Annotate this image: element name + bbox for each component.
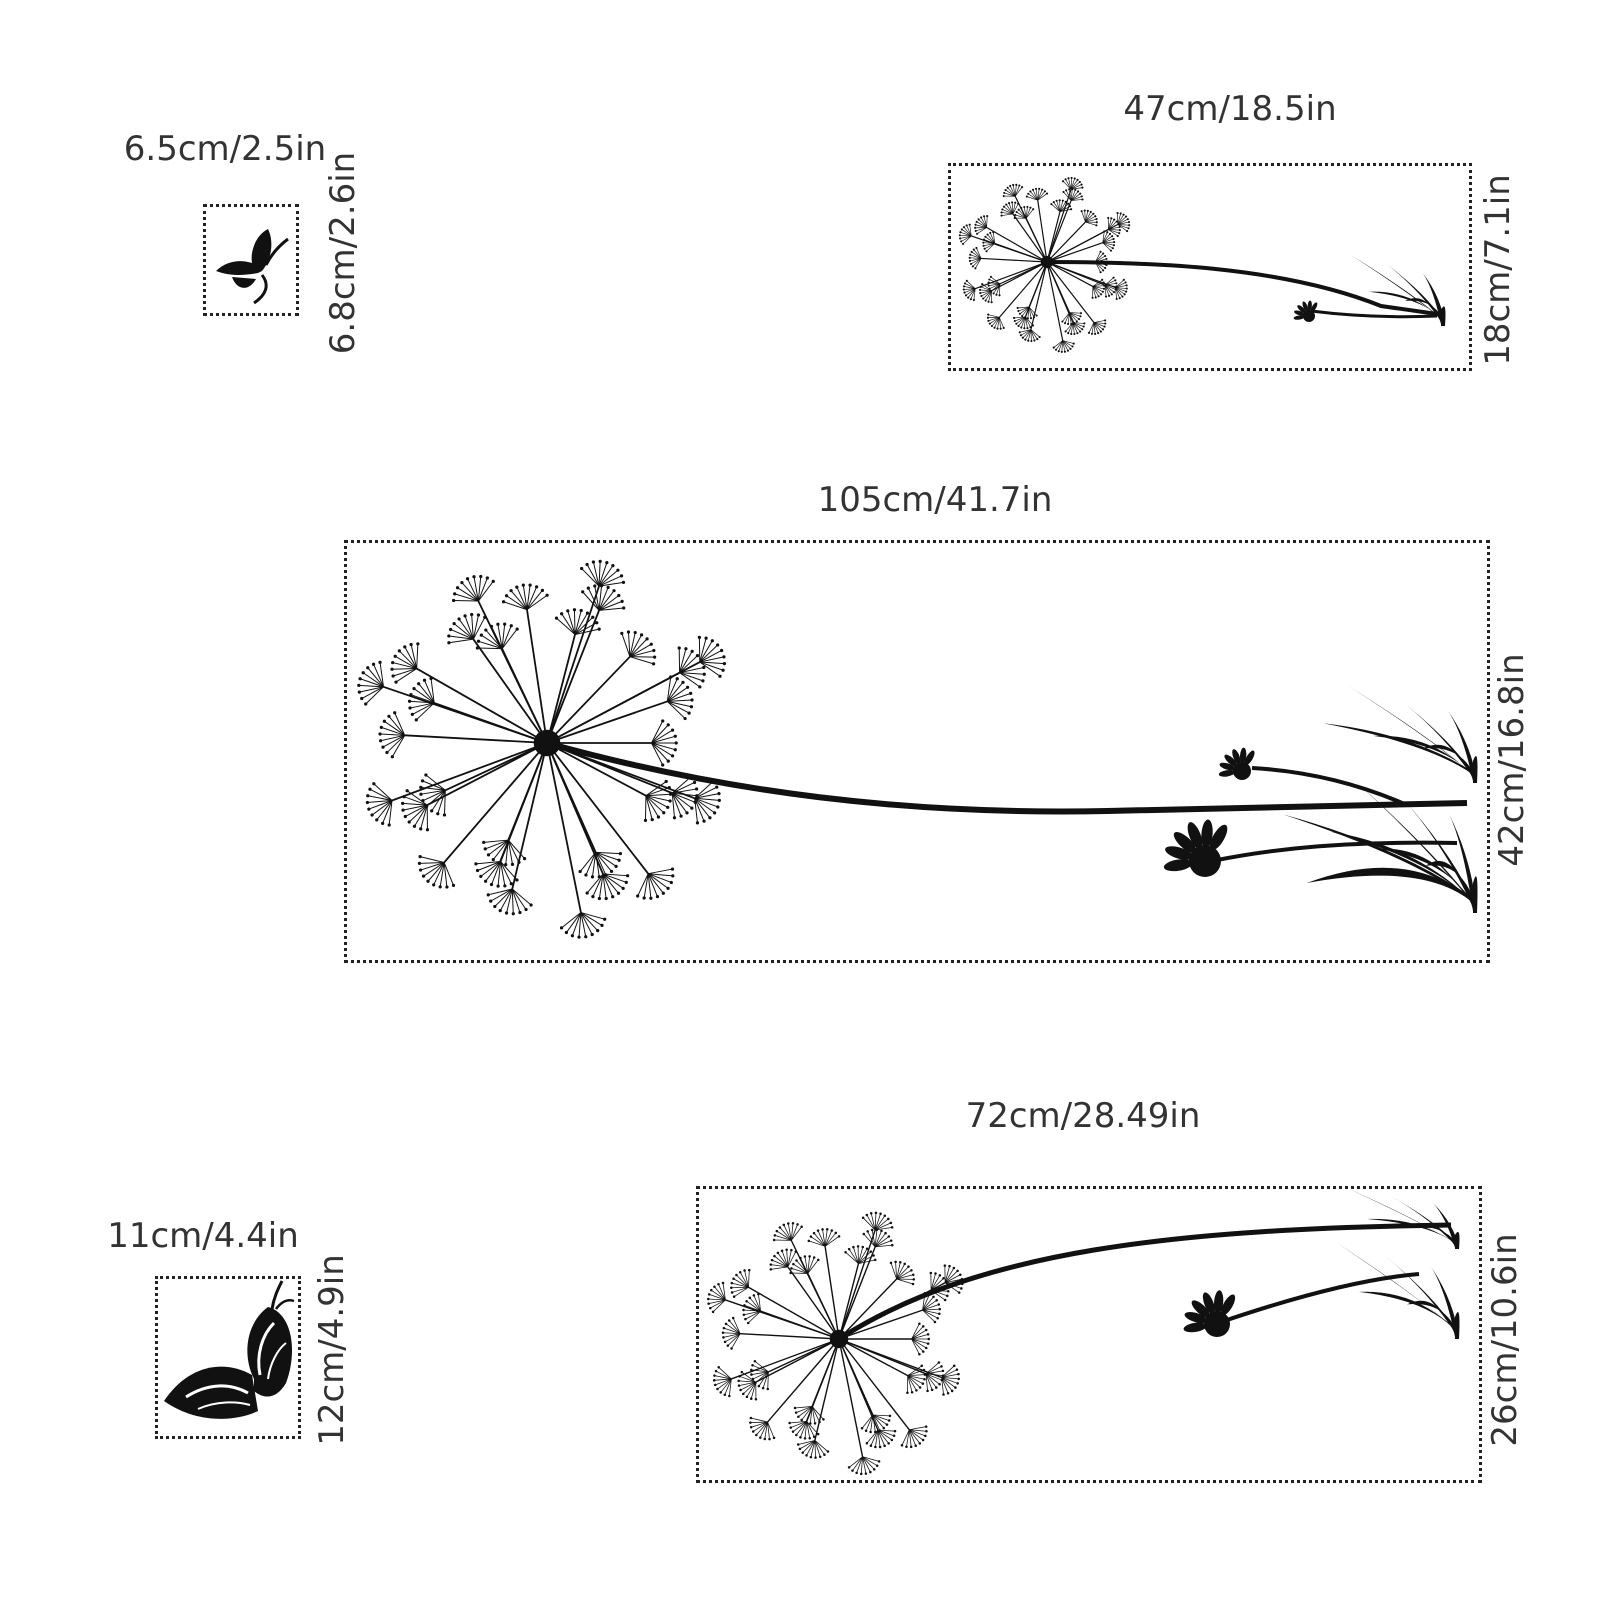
large-butterfly-width-label: 11cm/4.4in: [107, 1216, 299, 1256]
grass-blades: [1351, 255, 1446, 326]
small-dandelion-box: [948, 163, 1472, 371]
dandelion-stem: [546, 740, 1468, 815]
dandelion-head: [958, 176, 1131, 354]
dandelion-icon: [357, 559, 1478, 939]
butterfly-icon: [216, 229, 289, 305]
small-butterfly-box: [203, 204, 299, 316]
grass-blades: [1323, 685, 1478, 783]
dandelion-stem: [1251, 766, 1408, 807]
flower-bud: [1293, 300, 1318, 322]
flower-bud: [1163, 819, 1228, 877]
small-butterfly-width-label: 6.5cm/2.5in: [123, 129, 327, 169]
grass-blades: [1349, 1189, 1460, 1249]
small-butterfly-height-label: 6.8cm/2.6in: [323, 151, 363, 355]
medium-dandelion-width-label: 72cm/28.49in: [965, 1096, 1201, 1136]
dandelion-head: [707, 1211, 964, 1476]
flower-bud: [1183, 1290, 1236, 1337]
grass-blades: [1283, 780, 1478, 913]
large-butterfly-box: [155, 1276, 301, 1439]
medium-dandelion-height-label: 26cm/10.6in: [1485, 1233, 1525, 1447]
small-dandelion-height-label: 18cm/7.1in: [1478, 174, 1518, 366]
dandelion-stem: [1310, 309, 1438, 319]
flower-bud: [1218, 747, 1255, 780]
medium-dandelion-box: [696, 1186, 1482, 1483]
large-butterfly-height-label: 12cm/4.9in: [312, 1254, 352, 1446]
dandelion-stem: [1211, 840, 1458, 863]
large-dandelion-box: [344, 540, 1490, 963]
dandelion-stem: [1223, 1272, 1420, 1323]
dandelion-icon: [958, 176, 1446, 354]
grass-blades: [1335, 1241, 1460, 1339]
large-dandelion-height-label: 42cm/16.8in: [1492, 653, 1532, 867]
dandelion-head: [357, 559, 727, 939]
butterfly-icon: [164, 1280, 295, 1419]
small-dandelion-width-label: 47cm/18.5in: [1123, 89, 1337, 129]
large-dandelion-width-label: 105cm/41.7in: [817, 480, 1053, 520]
dandelion-icon: [707, 1189, 1460, 1476]
